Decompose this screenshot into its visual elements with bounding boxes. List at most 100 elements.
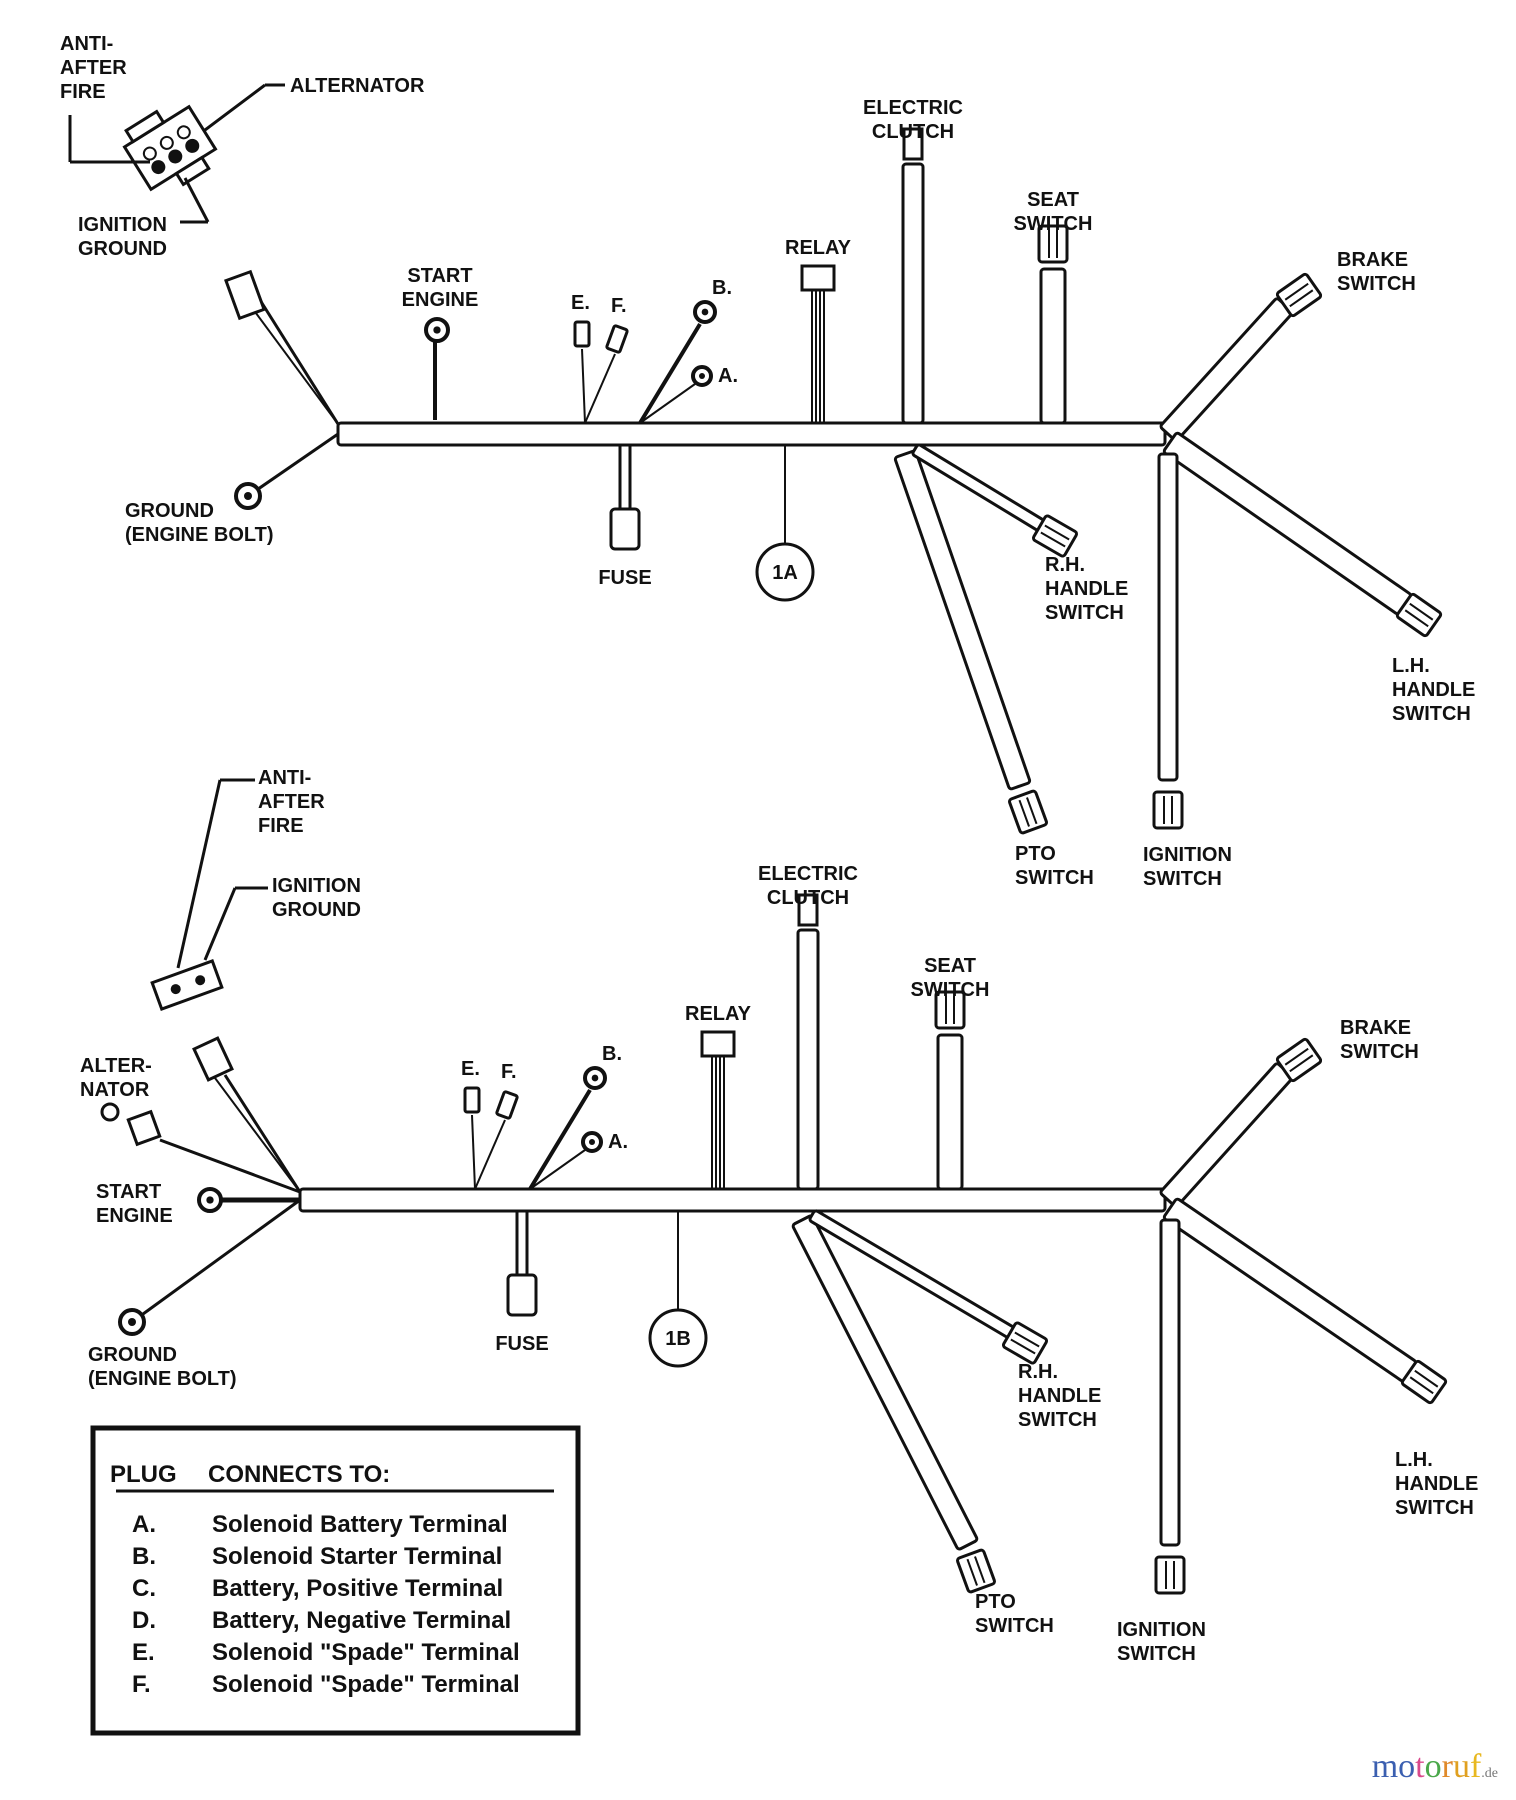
legend-connects-to: Solenoid "Spade" Terminal — [212, 1671, 520, 1698]
legend-connects-to: Solenoid "Spade" Terminal — [212, 1639, 520, 1666]
wire-f — [584, 353, 616, 424]
label-brake-switch-line: SWITCH — [1340, 1041, 1419, 1063]
label-plug-f: F. — [501, 1061, 517, 1083]
alternator-plug-wire — [258, 299, 340, 425]
brake-sleeve — [1159, 1062, 1294, 1208]
label-plug-b: B. — [602, 1043, 622, 1065]
label-ignition-ground-line: GROUND — [78, 238, 167, 260]
clutch-sleeve — [901, 162, 925, 425]
harness-1B: GROUND(ENGINE BOLT)E.F.B.A.RELAYELECTRIC… — [80, 767, 1478, 1665]
label-ignition-switch-line: IGNITION — [1117, 1619, 1206, 1641]
ignition-sleeve — [1159, 1218, 1181, 1547]
label-plug-f: F. — [611, 295, 627, 317]
legend-header-connects: CONNECTS TO: — [208, 1461, 390, 1488]
watermark-letter: t — [1415, 1748, 1425, 1785]
label-lh-handle-switch-line: SWITCH — [1392, 703, 1471, 725]
label-pto-switch-line: PTO — [1015, 843, 1056, 865]
label-plug-a: A. — [718, 365, 738, 387]
legend-plug-letter: E. — [132, 1639, 155, 1666]
plug-b-ring — [693, 300, 717, 324]
label-anti-after-fire-line: AFTER — [60, 57, 127, 79]
label-anti-after-fire-line: ANTI- — [258, 767, 311, 789]
relay-connector — [800, 264, 836, 292]
top-plug — [192, 1036, 234, 1082]
label-alternator-line: NATOR — [80, 1079, 150, 1101]
pto-switch-plug — [1008, 789, 1048, 835]
label-anti-after-fire-line: FIRE — [258, 815, 304, 837]
pto-sleeve — [893, 449, 1032, 791]
plug-legend: PLUG CONNECTS TO: A. Solenoid Battery Ter… — [90, 1425, 581, 1736]
brake-sleeve — [1159, 297, 1294, 442]
alternator-plug — [224, 269, 266, 321]
plug-e-spade — [573, 320, 591, 348]
label-electric-clutch-line: CLUTCH — [767, 887, 849, 909]
label-ground-line: GROUND — [125, 500, 214, 522]
wire-b — [528, 1088, 592, 1191]
label-pto-switch-line: SWITCH — [1015, 867, 1094, 889]
label-ground: GROUND(ENGINE BOLT) — [125, 500, 274, 546]
callout-1a: 1A — [755, 542, 815, 602]
label-ground: GROUND(ENGINE BOLT) — [88, 1344, 237, 1390]
watermark-letter: m — [1371, 1748, 1399, 1785]
watermark-logo: motoruf.de — [1372, 1748, 1498, 1786]
label-ground-line: GROUND — [88, 1344, 177, 1366]
start-engine-ring — [424, 317, 450, 343]
watermark-letter: o — [1424, 1748, 1442, 1785]
ignition-ground-leader — [183, 177, 210, 223]
pto-sleeve — [791, 1214, 979, 1551]
legend-plug-letter: A. — [132, 1511, 156, 1538]
seat-switch-plug — [1037, 224, 1069, 264]
label-alternator-line: ALTER- — [80, 1055, 152, 1077]
alternator-connector — [122, 104, 218, 192]
label-relay-line: RELAY — [685, 1003, 752, 1025]
label-relay: RELAY — [785, 237, 852, 259]
label-brake-switch-line: SWITCH — [1337, 273, 1416, 295]
label-start-engine-line: ENGINE — [96, 1205, 173, 1227]
label-brake-switch-line: BRAKE — [1337, 249, 1408, 271]
label-fuse: FUSE — [495, 1333, 548, 1355]
label-relay-line: RELAY — [785, 237, 852, 259]
clutch-connector — [797, 893, 819, 927]
pto-switch-plug — [956, 1548, 996, 1594]
label-seat-switch-line: SEAT — [1027, 189, 1079, 211]
label-ignition-ground-line: GROUND — [272, 899, 361, 921]
label-fuse: FUSE — [598, 567, 651, 589]
label-pto-switch-line: PTO — [975, 1591, 1016, 1613]
plug-a-ring — [691, 365, 713, 387]
legend-connects-to: Solenoid Battery Terminal — [212, 1511, 508, 1538]
callout-1a-text: 1A — [772, 562, 798, 584]
rh-handle-switch-plug — [1002, 1321, 1048, 1365]
label-pto-switch-line: SWITCH — [975, 1615, 1054, 1637]
label-electric-clutch-line: ELECTRIC — [758, 863, 858, 885]
label-start-engine-line: START — [407, 265, 472, 287]
label-ignition-switch-line: SWITCH — [1143, 868, 1222, 890]
legend-row: D.Battery, Negative Terminal — [132, 1607, 511, 1634]
legend-plug-letter: C. — [132, 1575, 156, 1602]
legend-row: F.Solenoid "Spade" Terminal — [132, 1671, 520, 1698]
anti-after-fire-leader — [176, 779, 222, 969]
ignition-sleeve — [1157, 452, 1179, 782]
callout-1b-text: 1B — [665, 1328, 691, 1350]
alternator-plug-wire — [249, 304, 339, 425]
label-electric-clutch-line: ELECTRIC — [863, 97, 963, 119]
ground-ring-terminal — [118, 1308, 146, 1336]
legend-connects-to: Battery, Negative Terminal — [212, 1607, 511, 1634]
legend-header-plug: PLUG — [110, 1461, 177, 1488]
relay-connector — [700, 1030, 736, 1058]
label-ground-line: (ENGINE BOLT) — [88, 1368, 237, 1390]
wire-e — [471, 1114, 476, 1190]
plug-f-spade — [495, 1090, 519, 1120]
label-anti-after-fire-line: FIRE — [60, 81, 106, 103]
main-trunk — [298, 1187, 1167, 1213]
label-ignition-switch-line: IGNITION — [1143, 844, 1232, 866]
